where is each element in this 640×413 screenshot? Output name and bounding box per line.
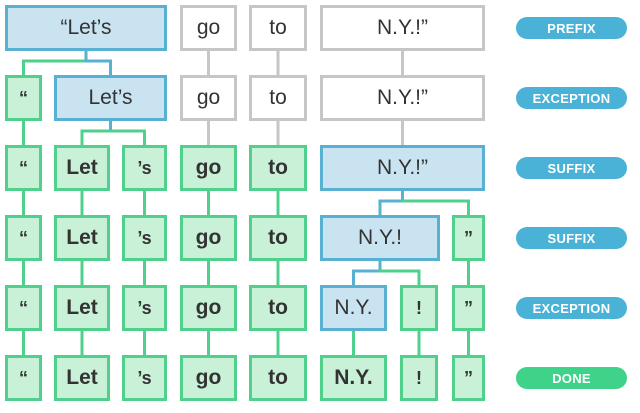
token-let-row-3: Let	[54, 145, 110, 191]
token-ndotydot-row-5: N.Y.	[320, 285, 387, 331]
token-let-row-6: Let	[54, 355, 110, 401]
token-let-row-4: Let	[54, 215, 110, 261]
token-quote-row-6: “	[5, 355, 42, 401]
token-ndotydotbangquote-row-2: N.Y.!”	[320, 75, 485, 121]
token-to-row-5: to	[249, 285, 307, 331]
token-go-row-4: go	[180, 215, 237, 261]
token-ndotydot-row-6: N.Y.	[320, 355, 387, 401]
token-go-row-3: go	[180, 145, 237, 191]
token-aposs-row-6: ’s	[122, 355, 167, 401]
step-label-prefix-row-1: PREFIX	[516, 17, 627, 39]
token-quote-row-4: “	[5, 215, 42, 261]
token-bang-row-5: !	[400, 285, 438, 331]
token-to-row-2: to	[249, 75, 307, 121]
token-ndotydotbangquote-row-1: N.Y.!”	[320, 5, 485, 51]
token-quoteletaposs-row-1: “Let’s	[5, 5, 167, 51]
token-quote-row-4: ”	[452, 215, 485, 261]
token-quote-row-6: ”	[452, 355, 485, 401]
token-ndotydotbang-row-4: N.Y.!	[320, 215, 440, 261]
token-quote-row-3: “	[5, 145, 42, 191]
step-label-done-row-6: DONE	[516, 367, 627, 389]
token-go-row-2: go	[180, 75, 237, 121]
token-go-row-6: go	[180, 355, 237, 401]
token-to-row-1: to	[249, 5, 307, 51]
token-to-row-3: to	[249, 145, 307, 191]
token-ndotydotbangquote-row-3: N.Y.!”	[320, 145, 485, 191]
token-aposs-row-4: ’s	[122, 215, 167, 261]
token-aposs-row-5: ’s	[122, 285, 167, 331]
token-aposs-row-3: ’s	[122, 145, 167, 191]
token-letaposs-row-2: Let’s	[54, 75, 167, 121]
token-to-row-6: to	[249, 355, 307, 401]
step-label-suffix-row-3: SUFFIX	[516, 157, 627, 179]
token-let-row-5: Let	[54, 285, 110, 331]
step-label-suffix-row-4: SUFFIX	[516, 227, 627, 249]
token-go-row-1: go	[180, 5, 237, 51]
token-go-row-5: go	[180, 285, 237, 331]
token-quote-row-5: “	[5, 285, 42, 331]
token-quote-row-5: ”	[452, 285, 485, 331]
token-bang-row-6: !	[400, 355, 438, 401]
step-label-exception-row-2: EXCEPTION	[516, 87, 627, 109]
step-label-exception-row-5: EXCEPTION	[516, 297, 627, 319]
token-quote-row-2: “	[5, 75, 42, 121]
token-to-row-4: to	[249, 215, 307, 261]
